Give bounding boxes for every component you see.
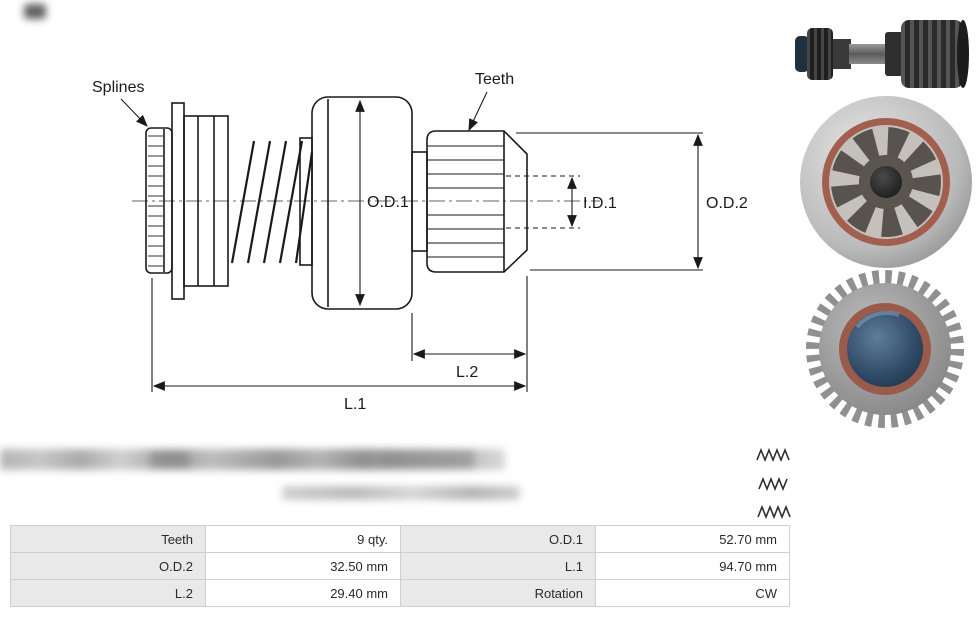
label-od1: O.D.1 [367, 194, 409, 211]
spec-value: 29.40 mm [205, 579, 401, 607]
spec-label: O.D.1 [400, 525, 596, 553]
technical-drawing: Splines Teeth O.D.1 I.D.1 O.D.2 L.2 L.1 [92, 71, 748, 413]
l2-dimension [411, 276, 528, 392]
label-id1: I.D.1 [583, 195, 617, 212]
od2-dimension [516, 132, 703, 271]
label-l2: L.2 [456, 364, 478, 381]
spec-label: L.1 [400, 552, 596, 580]
spec-value: 94.70 mm [595, 552, 790, 580]
label-l1: L.1 [344, 396, 366, 413]
splined-shaft [145, 127, 173, 274]
label-od2: O.D.2 [706, 195, 748, 212]
spring-icon [757, 504, 791, 520]
l1-dimension [151, 278, 527, 392]
splines-callout-arrow [120, 98, 148, 127]
label-teeth: Teeth [475, 71, 514, 88]
pinion-gear-outline [426, 130, 528, 273]
spec-label: Rotation [400, 579, 596, 607]
spring-coil [230, 140, 314, 264]
blurred-text-line-1 [0, 449, 505, 470]
teeth-callout-arrow [468, 91, 488, 132]
flange-hub [171, 102, 229, 300]
table-row: O.D.2 32.50 mm L.1 94.70 mm [10, 552, 790, 580]
table-row: Teeth 9 qty. O.D.1 52.70 mm [10, 525, 790, 553]
table-row: L.2 29.40 mm Rotation CW [10, 579, 790, 607]
spec-value: 32.50 mm [205, 552, 401, 580]
spec-label: Teeth [10, 525, 206, 553]
blurred-text-line-2 [282, 486, 520, 500]
id1-dimension [506, 175, 580, 229]
spec-value: CW [595, 579, 790, 607]
spring-icon [758, 476, 788, 492]
gear-neck [411, 151, 428, 252]
spec-label: L.2 [10, 579, 206, 607]
spec-value: 9 qty. [205, 525, 401, 553]
label-splines: Splines [92, 79, 144, 96]
product-photo-drive-side [795, 20, 969, 88]
spec-table: Teeth 9 qty. O.D.1 52.70 mm O.D.2 32.50 … [10, 525, 790, 607]
product-photo-ring-gear [806, 270, 964, 428]
product-photo-pinion-front [800, 96, 972, 268]
spring-icon [756, 447, 790, 463]
spec-label: O.D.2 [10, 552, 206, 580]
spec-value: 52.70 mm [595, 525, 790, 553]
